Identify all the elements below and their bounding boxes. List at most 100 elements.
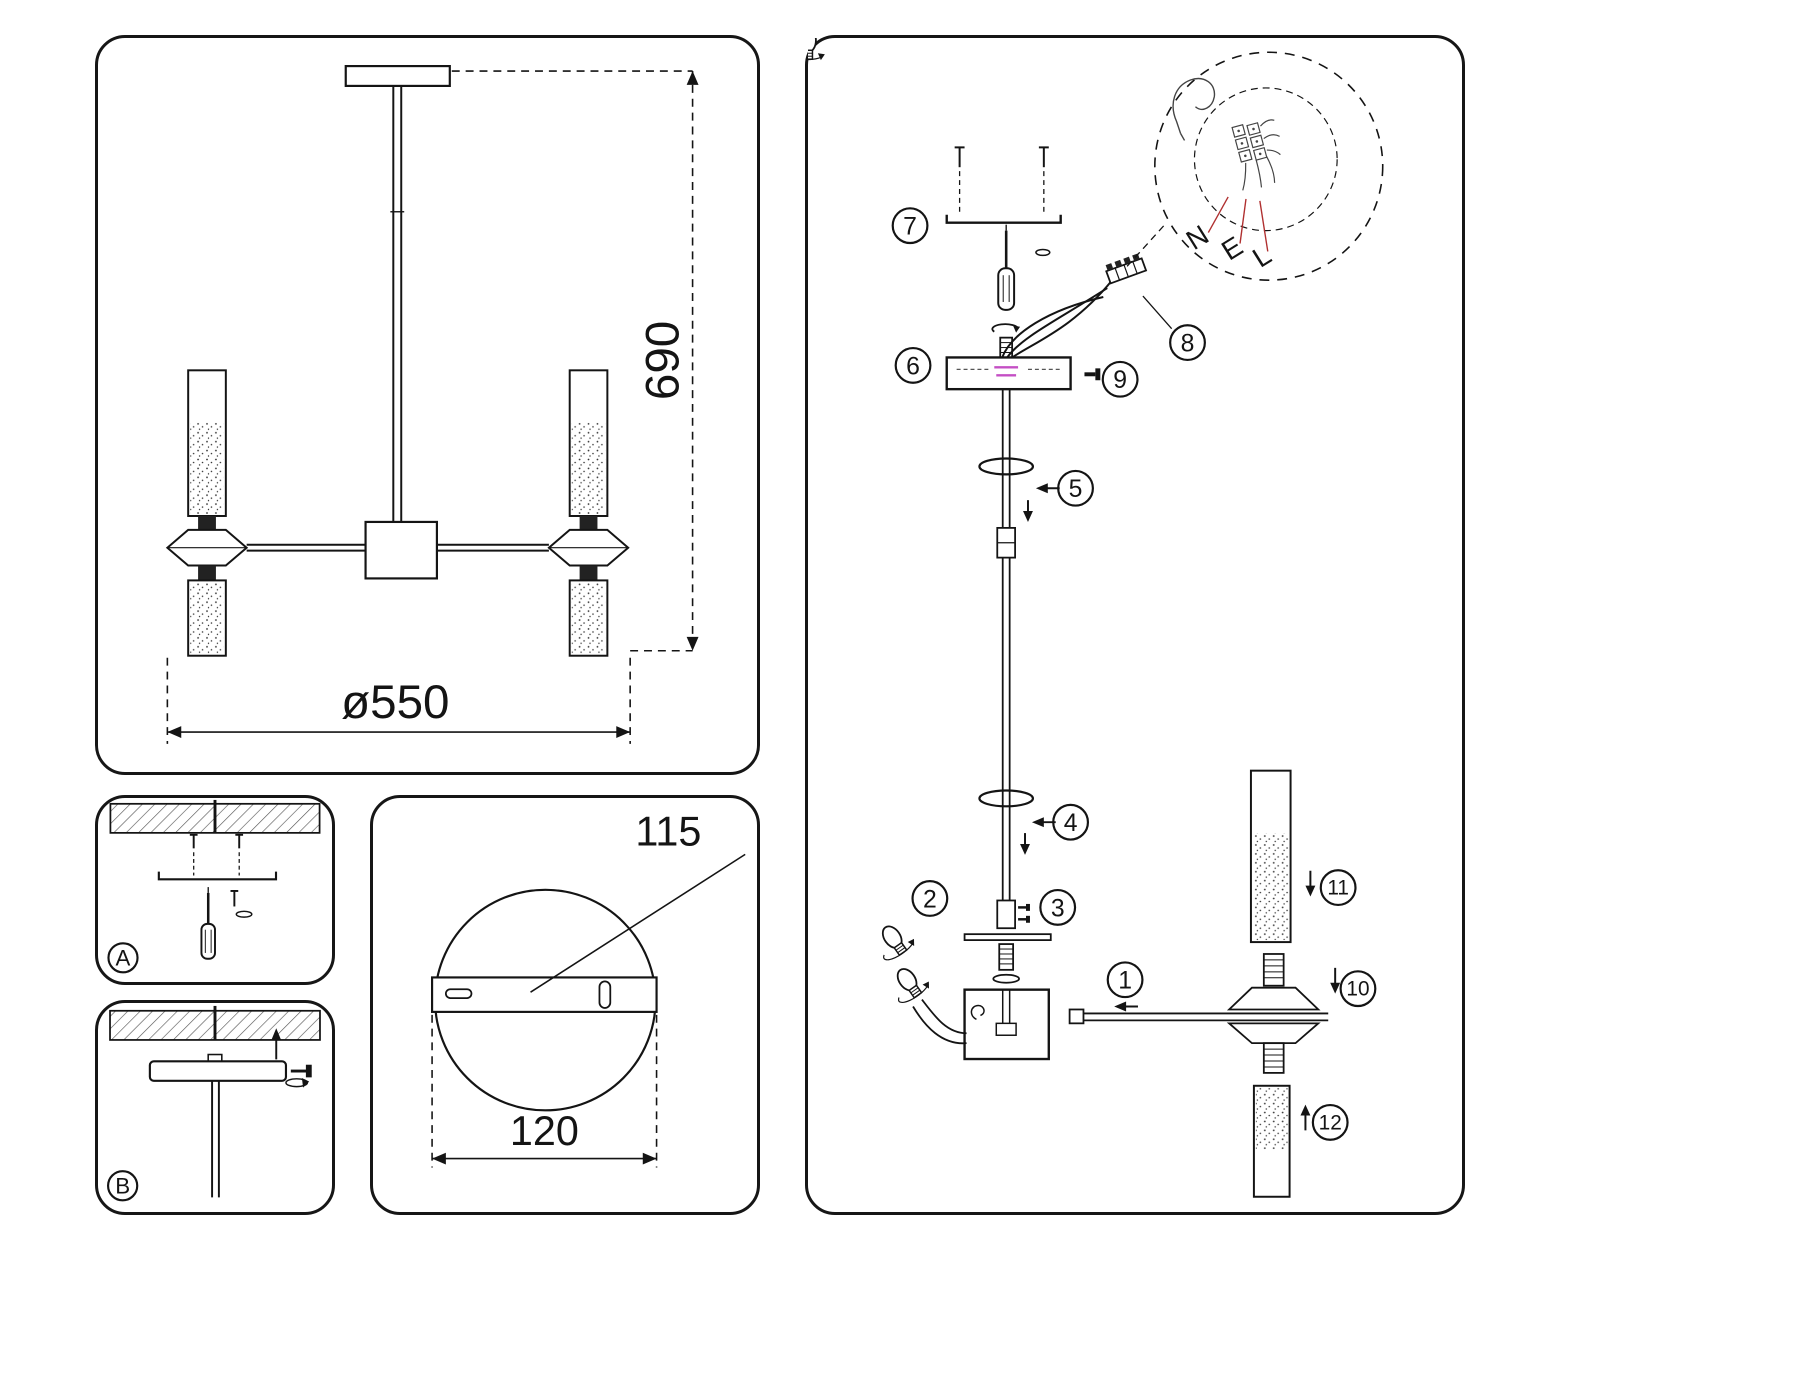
step-number: 4 <box>1064 810 1078 837</box>
step-marker-9: 9 <box>1101 360 1139 398</box>
arrow-up-icon <box>1300 1104 1311 1131</box>
arrow-down-icon <box>1305 870 1316 897</box>
ferrule-upper-cone <box>1226 986 1321 1011</box>
ceiling-terminal-sketch <box>1231 119 1281 191</box>
upper-glass-shade <box>1249 769 1292 944</box>
step-number: 2 <box>923 886 937 913</box>
arrow-right-icon <box>616 726 631 738</box>
overview-dimension-panel: 690 ø550 <box>95 35 760 775</box>
step-marker-11: 11 <box>1319 869 1357 907</box>
bulb-icon <box>868 916 919 966</box>
step-marker-8: 8 <box>1169 324 1206 362</box>
leader-line <box>1142 295 1173 330</box>
step-marker-6: 6 <box>894 346 932 384</box>
wire-label-earth: E <box>1216 230 1248 266</box>
ceiling-canopy <box>945 356 1072 391</box>
arrow-left-icon <box>1035 483 1060 494</box>
mounting-bracket <box>945 214 1062 224</box>
glass-texture <box>190 582 224 654</box>
step-marker-7: 7 <box>891 207 929 245</box>
arrow-down-icon <box>686 636 699 651</box>
canopy-detail-drawing: 115 120 <box>430 808 746 1168</box>
arrow-down-icon <box>1330 967 1341 994</box>
decor-ring <box>978 457 1035 476</box>
lower-threaded-socket <box>1262 1042 1285 1074</box>
step-marker-10: 10 <box>1339 970 1377 1008</box>
arrow-up-icon <box>686 71 699 85</box>
central-body-box <box>963 988 1050 1061</box>
step-marker-3: 3 <box>1039 888 1077 926</box>
step-number: 10 <box>1346 978 1369 1001</box>
step-number: 7 <box>903 214 917 241</box>
step-b-badge <box>107 1170 139 1202</box>
screw-and-washer-icon <box>230 890 253 918</box>
rod-end-coupler <box>996 899 1030 930</box>
ceiling-hook-sketch <box>1172 78 1216 141</box>
step-number: 3 <box>1051 895 1065 922</box>
washer-icon <box>992 973 1020 984</box>
upper-threaded-socket <box>1262 953 1285 987</box>
hole-spacing-dimension-label: 115 <box>635 808 701 854</box>
assembly-drawing: N E L <box>808 38 1384 1198</box>
step-b-panel: B <box>95 1000 335 1215</box>
lamp-unit-right <box>547 369 630 657</box>
step-marker-2: 2 <box>911 880 949 917</box>
step-a-drawing: A <box>107 799 321 974</box>
anchor-screw-icon <box>189 833 198 876</box>
supply-wires <box>1001 279 1113 359</box>
wire-label-neutral: N <box>1181 219 1214 256</box>
detail-bubble-inner <box>1193 87 1338 232</box>
rotate-arrow-icon <box>991 323 1021 333</box>
step-number: 1 <box>1118 968 1132 995</box>
canopy-plate <box>148 1060 288 1082</box>
step-marker-5: 5 <box>1057 469 1094 507</box>
horizontal-arm <box>246 543 549 552</box>
step-a-badge <box>107 942 139 974</box>
arrow-left-icon <box>1114 1001 1138 1012</box>
leader-line <box>530 853 746 993</box>
decor-ring <box>978 789 1035 808</box>
slot-hole-horizontal <box>444 988 473 999</box>
mounting-bracket <box>157 871 278 881</box>
rod-coupler <box>996 526 1016 559</box>
step-a-label: A <box>116 946 131 971</box>
step-number: 11 <box>1327 877 1349 900</box>
lower-socket <box>198 565 216 581</box>
plate-width-dimension-label: 120 <box>510 1108 579 1154</box>
canopy-inner-marks <box>956 366 1062 377</box>
step-marker-4: 4 <box>1052 803 1090 841</box>
hanging-stem <box>390 85 405 522</box>
threaded-nipple <box>998 943 1015 971</box>
upper-socket <box>198 515 216 531</box>
slot-hole-vertical <box>598 980 612 1009</box>
down-rod <box>211 1080 220 1198</box>
step-number: 6 <box>906 353 920 380</box>
step-a-panel: A <box>95 795 335 985</box>
arrow-up-icon <box>271 1028 282 1060</box>
glass-texture <box>190 422 224 515</box>
lamp-wires <box>912 999 985 1045</box>
lower-glass-shade <box>1252 1084 1291 1198</box>
terminal-block <box>1105 253 1148 285</box>
arrow-down-icon <box>1023 500 1033 522</box>
side-screw-icon <box>1084 368 1101 381</box>
step-number: 8 <box>1181 331 1195 358</box>
anchor-screw-icon <box>1038 146 1049 215</box>
chandelier-front-view: 690 ø550 <box>165 64 699 744</box>
canopy-detail-panel: 115 120 <box>370 795 760 1215</box>
bulb-icon <box>883 959 934 1008</box>
wire-label-live: L <box>1247 239 1277 273</box>
side-screw-icon <box>285 1064 312 1088</box>
ferrule-lower-disc <box>1226 1022 1321 1045</box>
height-dimension-label: 690 <box>637 321 690 400</box>
step-b-label: B <box>115 1174 130 1199</box>
height-dimension-lines <box>451 70 694 652</box>
lamp-unit <box>165 369 249 657</box>
top-plate <box>963 933 1052 942</box>
arrow-right-icon <box>642 1152 657 1165</box>
step-marker-12: 12 <box>1311 1104 1349 1141</box>
ceiling-plate <box>344 64 451 87</box>
screwdriver-icon <box>200 887 216 960</box>
wire-leader-lines <box>1207 196 1269 252</box>
